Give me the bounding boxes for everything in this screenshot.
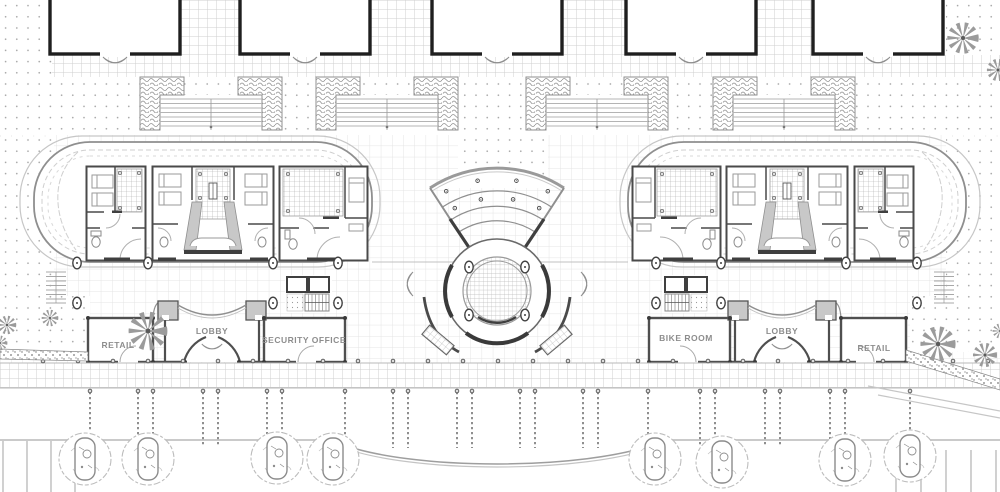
street-tree-symbol	[818, 433, 872, 487]
street-tree-symbol	[695, 435, 749, 489]
street-tree-symbol	[250, 431, 304, 485]
room-label-lobby-west: LOBBY	[195, 325, 229, 336]
planting-strips	[0, 348, 1000, 391]
street-tree-symbol	[121, 432, 175, 486]
building-block-4	[626, 0, 756, 63]
score-line-end-dots	[87, 388, 913, 394]
building-block-1	[50, 0, 180, 63]
core-skylight-grille	[462, 256, 532, 326]
canopy-catenary-edge	[337, 442, 659, 465]
wing-end-stairs	[46, 271, 954, 304]
building-block-3	[432, 0, 562, 63]
room-label-retail-west: RETAIL	[101, 339, 135, 350]
room-label-security-office: SECURITY OFFICE	[261, 334, 347, 345]
building-block-5	[813, 0, 943, 63]
paving-score-lines	[87, 388, 913, 448]
west-residential-wing	[20, 136, 380, 267]
street-trees	[58, 429, 937, 489]
street-tree-symbol	[58, 432, 112, 486]
room-label-bike-room: BIKE ROOM	[659, 332, 713, 343]
east-residential-wing	[620, 136, 980, 267]
street-tree-symbol	[306, 432, 360, 486]
lower-walkway-band	[0, 362, 1000, 389]
east-elevator-stair-core	[661, 274, 710, 314]
building-block-2	[240, 0, 370, 63]
central-circular-core-feature	[421, 166, 573, 356]
west-elevator-stair-core	[284, 274, 333, 314]
room-label-retail-east: RETAIL	[857, 342, 891, 353]
street-tree-symbol	[883, 429, 937, 483]
road-markings-west	[2, 441, 76, 492]
room-label-lobby-east: LOBBY	[765, 325, 799, 336]
street-tree-symbol	[628, 432, 682, 486]
